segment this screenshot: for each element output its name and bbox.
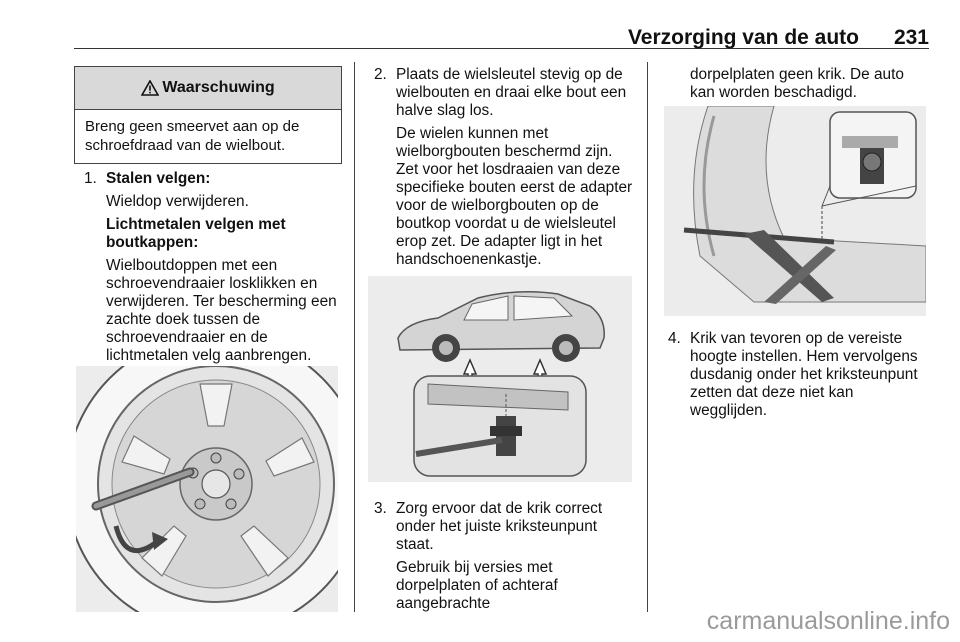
step-2: 2. Plaats de wielsleutel stevig op de wi… [374, 66, 636, 274]
step-number: 2. [374, 66, 387, 83]
warning-header: Waarschuwing [75, 67, 341, 110]
step-number: 4. [668, 330, 681, 347]
alloy-title: Lichtmetalen velgen met boutkappen: [106, 216, 286, 251]
column-divider [354, 62, 355, 612]
page-number: 231 [893, 26, 929, 49]
warning-triangle-icon [141, 80, 160, 96]
jack-illustration [664, 106, 926, 316]
warning-text: Breng geen smeervet aan op de schroefdra… [85, 118, 300, 154]
car-jack-illustration [368, 276, 632, 482]
step-3-text: Zorg ervoor dat de krik correct onder he… [396, 500, 603, 553]
step-4: 4. Krik van tevoren op de vereiste hoogt… [668, 330, 926, 425]
warning-box: Waarschuwing Breng geen smeervet aan op … [74, 66, 342, 164]
wheel-wrench-illustration [76, 366, 338, 612]
jack-point-illustration [664, 106, 926, 316]
step-1-text: Wieldop verwijderen. [106, 193, 249, 210]
wheel-illustration [76, 366, 338, 612]
watermark: carmanualsonline.info [706, 607, 950, 635]
page-header: Verzorging van de auto 231 [74, 12, 929, 49]
car-illustration [368, 276, 632, 482]
step-number: 1. [84, 170, 97, 187]
step-1-title: Stalen velgen: [106, 170, 211, 187]
step-2-text: Plaats de wielsleutel stevig op de wielb… [396, 66, 627, 119]
continued-text: dorpelplaten geen krik. De auto kan word… [690, 66, 904, 101]
step-1: 1. Stalen velgen: Wieldop verwijderen. L… [84, 170, 344, 370]
step-3-note: Gebruik bij versies met dorpelplaten of … [396, 559, 558, 612]
warning-title: Waarschuwing [162, 79, 275, 96]
step-4-text: Krik van tevoren op de vereiste hoogte i… [690, 330, 918, 419]
step-number: 3. [374, 500, 387, 517]
step-3: 3. Zorg ervoor dat de krik correct onder… [374, 500, 636, 618]
step-2-note: De wielen kunnen met wielborgbouten besc… [396, 125, 633, 268]
alloy-text: Wielboutdoppen met een schroevendraaier … [106, 257, 337, 364]
page-title: Verzorging van de auto [627, 26, 859, 49]
step-3-continued: dorpelplaten geen krik. De auto kan word… [690, 66, 926, 107]
column-divider [647, 62, 648, 612]
